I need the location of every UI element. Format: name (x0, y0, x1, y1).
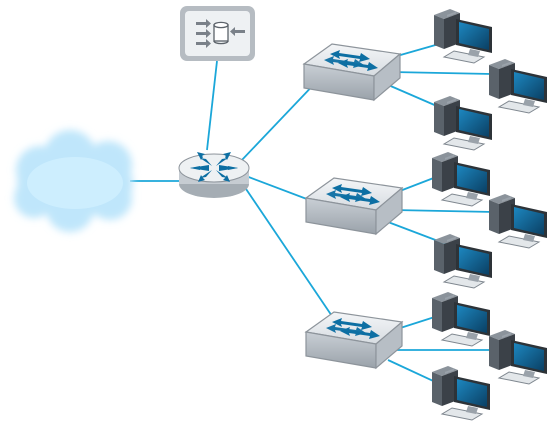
link-router-switch1 (240, 78, 320, 162)
link-router-server (207, 61, 217, 150)
internet-cloud-icon (14, 130, 133, 232)
workstation-icon (432, 152, 490, 206)
database-icon (214, 22, 228, 43)
workstation-icon (434, 96, 492, 150)
workstation-icon (432, 366, 490, 420)
arrow-in-icon (196, 19, 211, 48)
workstation-icon (489, 194, 547, 248)
workstation-icon (434, 9, 492, 63)
workstation-icon (489, 330, 547, 384)
workstation-icon (489, 59, 547, 113)
server-appliance-icon (180, 6, 255, 61)
link-switch1-pc2 (392, 72, 492, 74)
router-icon (179, 152, 249, 198)
workstation-icon (434, 234, 492, 288)
link-switch2-pc5 (394, 210, 494, 212)
workstation-icon (432, 292, 490, 346)
switch-icon (306, 178, 402, 234)
switch-icon (306, 312, 402, 368)
switch-icon (304, 44, 400, 100)
